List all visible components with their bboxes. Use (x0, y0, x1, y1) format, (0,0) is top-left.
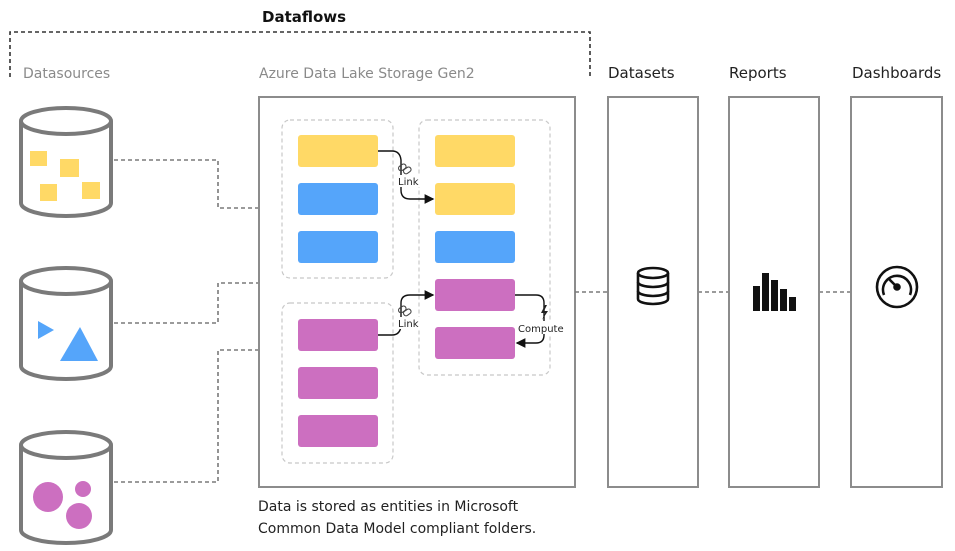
blue-triangle-shape (60, 327, 98, 361)
entity-yellow (298, 135, 378, 167)
entity-blue (298, 231, 378, 263)
entity-blue (435, 231, 515, 263)
blue-triangle-shape (38, 321, 54, 339)
datasource-cylinder-1 (19, 106, 113, 218)
dataflows-title: Dataflows (262, 8, 347, 26)
caption-line-2: Common Data Model compliant folders. (258, 521, 537, 537)
lightning-icon (541, 305, 548, 320)
entity-pink (298, 415, 378, 447)
entity-group-2 (281, 302, 394, 464)
caption-line-1: Data is stored as entities in Microsoft (258, 499, 519, 515)
link-label-1: Link (398, 177, 419, 188)
yellow-square-shape (82, 182, 100, 199)
storage-label: Azure Data Lake Storage Gen2 (259, 66, 475, 82)
datasets-label: Datasets (608, 64, 675, 82)
compute-arrow (515, 294, 545, 348)
link-arrow-2 (378, 290, 435, 336)
datasource-connectors (114, 159, 258, 483)
compute-label: Compute (518, 324, 564, 335)
entity-pink (435, 279, 515, 311)
entity-group-1 (281, 119, 394, 279)
yellow-square-shape (40, 184, 57, 201)
storage-caption: Data is stored as entities in Microsoft … (258, 496, 536, 540)
yellow-square-shape (30, 151, 47, 166)
reports-label: Reports (729, 64, 787, 82)
gauge-icon (875, 265, 919, 309)
dashboards-frame (850, 96, 943, 488)
link-label-2: Link (398, 319, 419, 330)
datasource-cylinder-2 (19, 266, 113, 381)
entity-pink (298, 319, 378, 351)
pink-circle-shape (66, 503, 92, 529)
pink-circle-shape (33, 482, 63, 512)
entity-yellow (435, 183, 515, 215)
datasets-frame (607, 96, 699, 488)
entity-pink (298, 367, 378, 399)
dashboards-label: Dashboards (852, 64, 942, 82)
chain-link-icon (398, 305, 412, 317)
pink-circle-shape (75, 481, 91, 497)
entity-group-3 (418, 119, 551, 376)
entity-pink (435, 327, 515, 359)
entity-blue (298, 183, 378, 215)
bar-chart-icon (753, 273, 796, 311)
yellow-square-shape (60, 159, 79, 177)
datasource-cylinder-3 (19, 430, 113, 545)
chain-link-icon (398, 163, 412, 175)
dataflows-bracket (9, 31, 591, 77)
entity-yellow (435, 135, 515, 167)
datasources-label: Datasources (23, 66, 111, 82)
database-icon (636, 266, 670, 306)
